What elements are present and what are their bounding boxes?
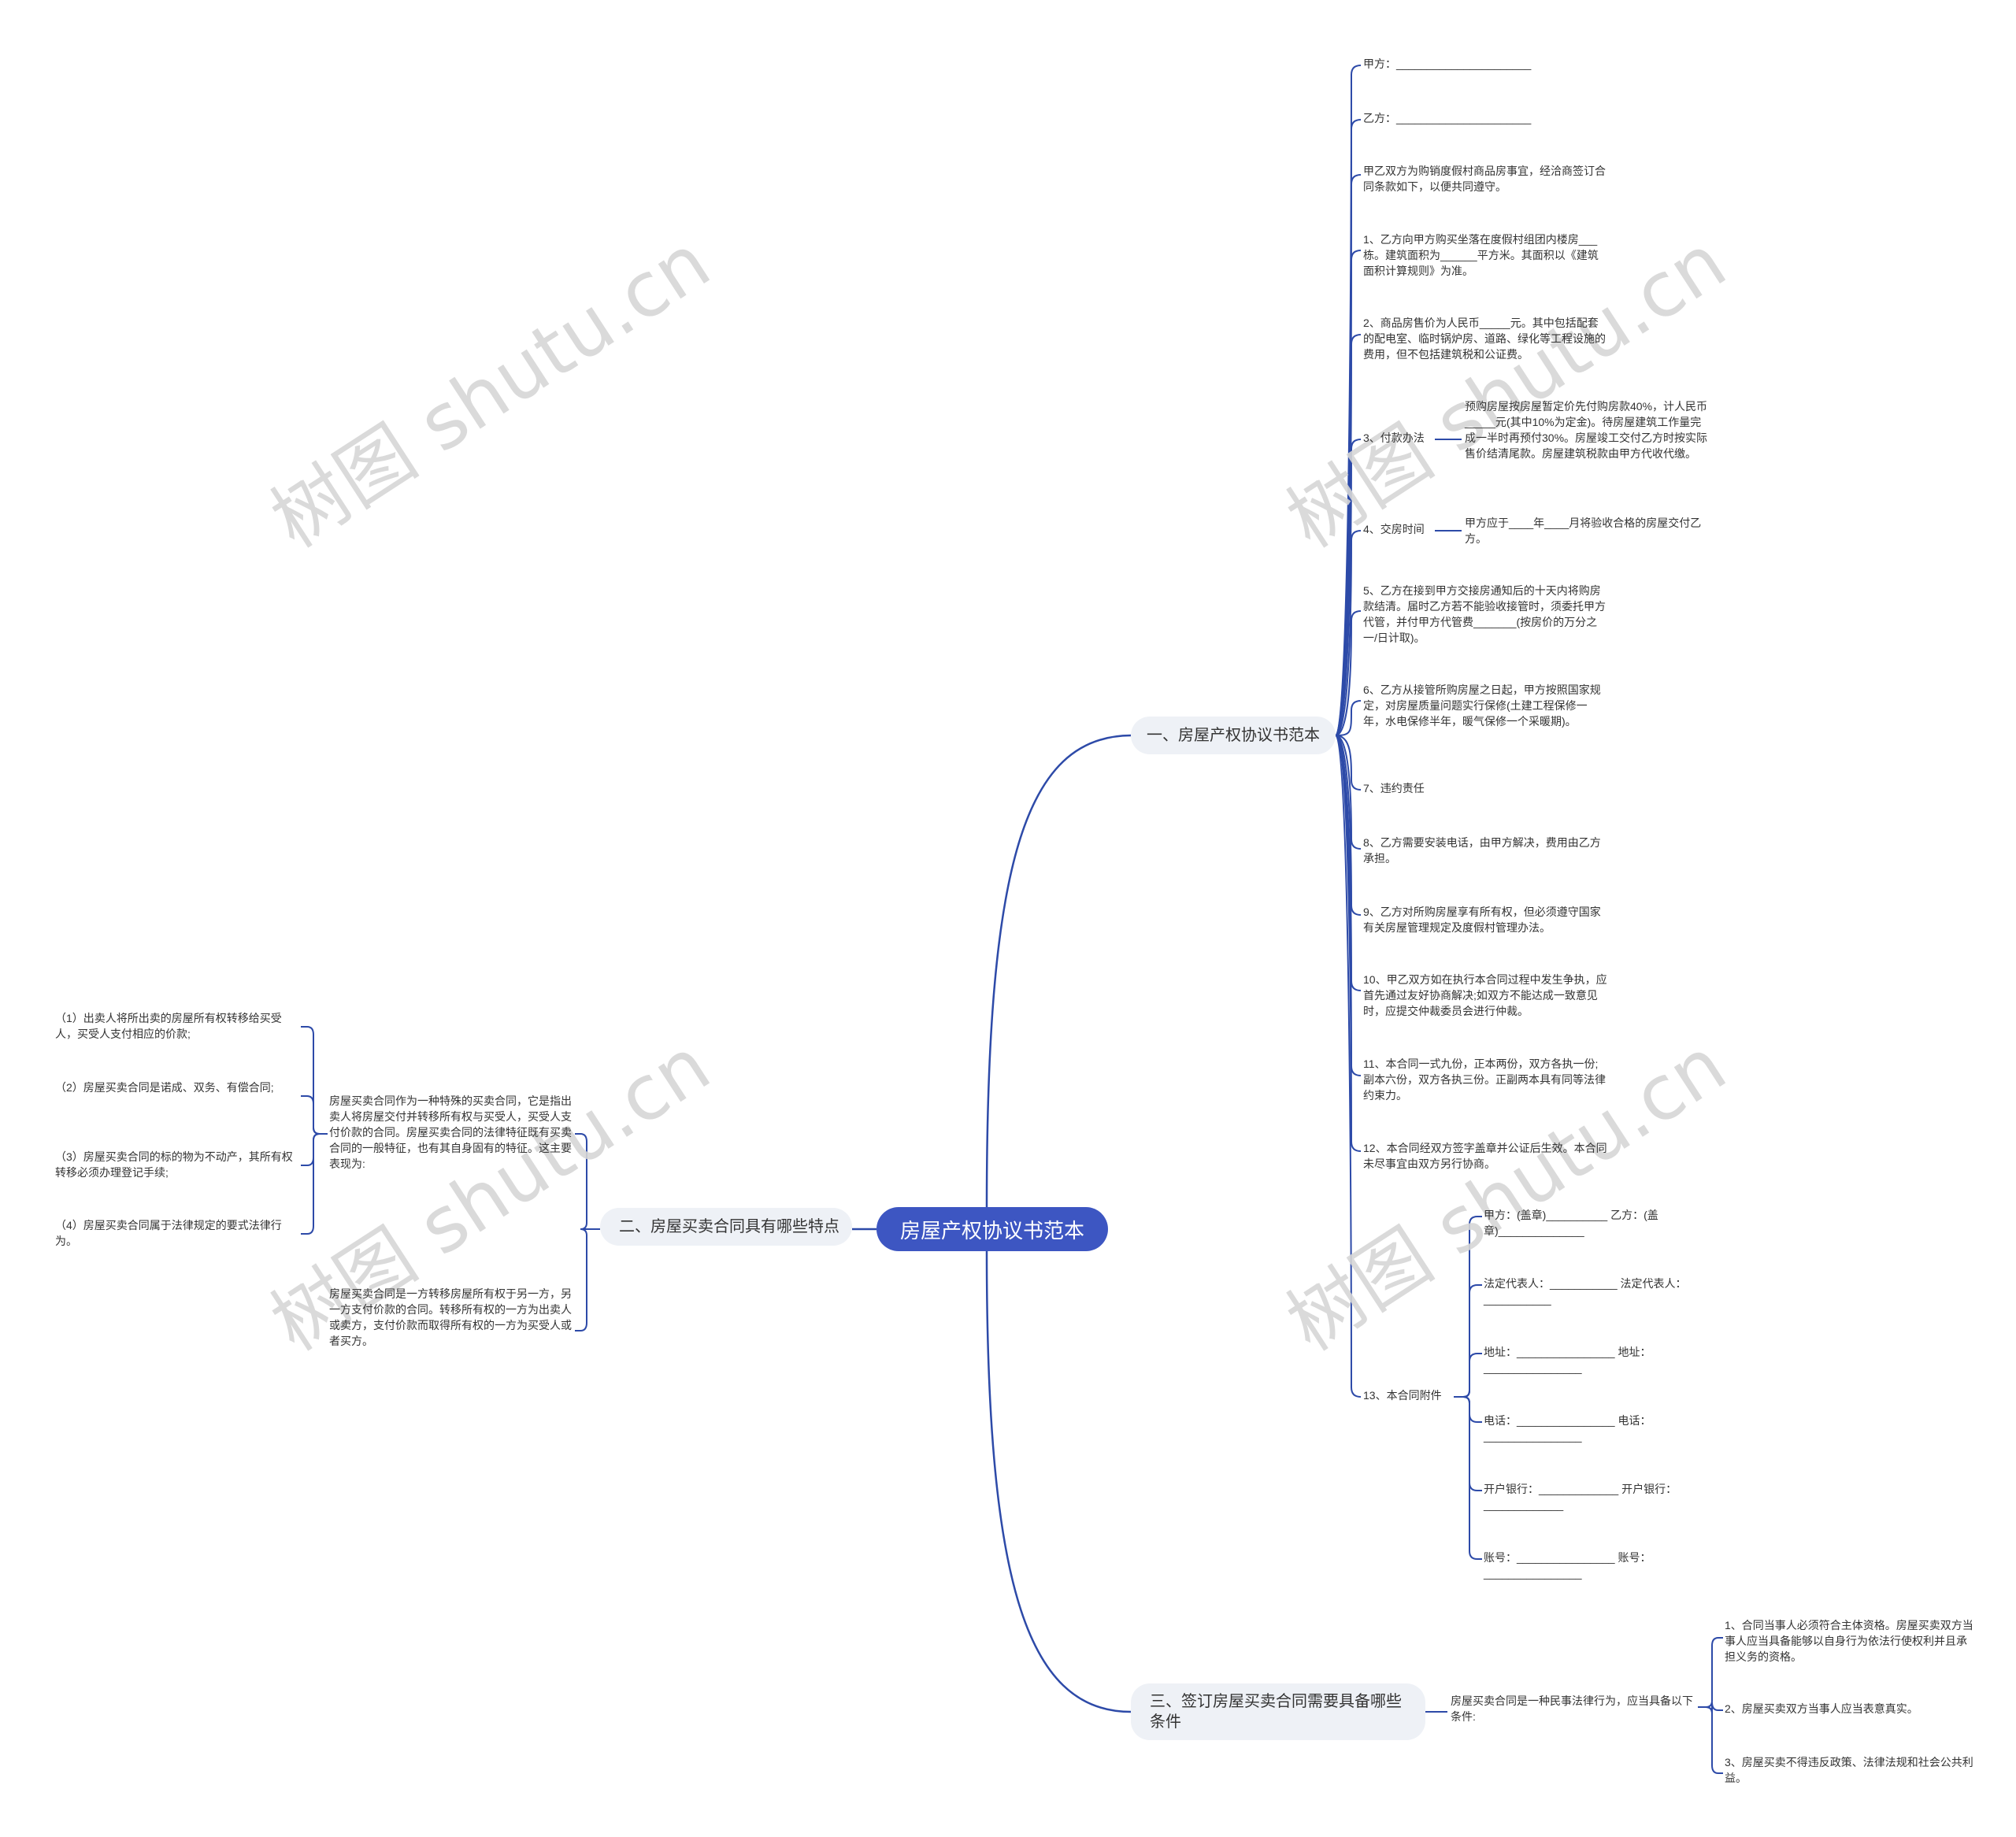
b1-item: 9、乙方对所购房屋享有所有权，但必须遵守国家有关房屋管理规定及度假村管理办法。	[1363, 906, 1601, 934]
attachment-item: 法定代表人：___________ 法定代表人：___________	[1484, 1277, 1687, 1306]
b2-intro: 房屋买卖合同作为一种特殊的买卖合同，它是指出卖人将房屋交付并转移所有权与买受人，…	[329, 1094, 572, 1170]
connector-line	[1335, 735, 1362, 916]
connector-line	[1454, 1284, 1482, 1398]
connector-line	[1335, 700, 1362, 736]
connector-line	[1454, 1396, 1482, 1560]
b1-item: 4、交房时间	[1363, 523, 1425, 535]
b1-item: 12、本合同经双方签字盖章并公证后生效。本合同未尽事宜由双方另行协商。	[1363, 1142, 1607, 1170]
b3-intro: 房屋买卖合同是一种民事法律行为，应当具备以下条件:	[1451, 1694, 1693, 1723]
connector-line	[1335, 735, 1362, 850]
branch-2-node[interactable]: 二、房屋买卖合同具有哪些特点	[600, 1208, 852, 1246]
b1-item: 2、商品房售价为人民币_____元。其中包括配套的配电室、临时锅炉房、道路、绿化…	[1363, 317, 1606, 361]
connector-line	[1335, 610, 1362, 736]
branch-1-node[interactable]: 一、房屋产权协议书范本	[1131, 717, 1336, 754]
connector-line	[1335, 334, 1362, 736]
b3-condition: 3、房屋买卖不得违反政策、法律法规和社会公共利益。	[1725, 1756, 1973, 1784]
root-node[interactable]: 房屋产权协议书范本	[876, 1207, 1108, 1251]
branch-3-node[interactable]: 三、签订房屋买卖合同需要具备哪些条件	[1131, 1683, 1425, 1740]
connector-line	[575, 1228, 600, 1331]
b1-item: 乙方：______________________	[1363, 112, 1532, 124]
b1-item: 甲方：______________________	[1363, 57, 1532, 70]
connector-line	[985, 734, 1132, 1208]
b3-condition: 1、合同当事人必须符合主体资格。房屋买卖双方当事人应当具备能够以自身行为依法行使…	[1725, 1619, 1973, 1663]
connector-line	[1335, 735, 1362, 791]
b1-item: 6、乙方从接管所购房屋之日起，甲方按照国家规定，对房屋质量问题实行保修(土建工程…	[1363, 683, 1601, 728]
payment-detail: 预购房屋按房屋暂定价先付购房款40%，计人民币_____元(其中10%为定金)。…	[1465, 400, 1708, 460]
b2-feature: （3）房屋买卖合同的标的物为不动产，其所有权转移必须办理登记手续;	[55, 1150, 293, 1179]
connector-line	[1698, 1637, 1723, 1708]
b2-definition: 房屋买卖合同是一方转移房屋所有权于另一方，另一方支付价款的合同。转移所有权的一方…	[329, 1287, 572, 1347]
connector-line	[301, 1133, 328, 1235]
b1-item: 8、乙方需要安装电话，由甲方解决，费用由乙方承担。	[1363, 836, 1601, 865]
attachment-item: 甲方：(盖章)__________ 乙方：(盖章)______________	[1484, 1209, 1658, 1237]
b2-feature: （4）房屋买卖合同属于法律规定的要式法律行为。	[55, 1219, 282, 1247]
attachment-item: 开户银行：_____________ 开户银行：_____________	[1484, 1483, 1677, 1511]
b1-item: 11、本合同一式九份，正本两份，双方各执一份;副本六份，双方各执三份。正副两本具…	[1363, 1057, 1606, 1102]
connector-line	[1698, 1706, 1723, 1774]
connector-line	[985, 1250, 1132, 1713]
connector-line	[1335, 735, 1362, 1398]
b1-item: 7、违约责任	[1363, 782, 1425, 794]
delivery-detail: 甲方应于____年____月将验收合格的房屋交付乙方。	[1465, 517, 1702, 545]
b1-item: 1、乙方向甲方购买坐落在度假村组团内楼房___栋。建筑面积为______平方米。…	[1363, 233, 1599, 277]
connector-line	[1335, 735, 1362, 1152]
b2-feature: （2）房屋买卖合同是诺成、双务、有偿合同;	[55, 1081, 274, 1094]
b1-item: 13、本合同附件	[1363, 1389, 1442, 1402]
attachment-item: 地址：________________ 地址：________________	[1484, 1346, 1651, 1374]
attachment-item: 账号：________________ 账号：________________	[1484, 1551, 1651, 1580]
b2-feature: （1）出卖人将所出卖的房屋所有权转移给买受人，买受人支付相应的价款;	[55, 1012, 282, 1040]
b1-item: 10、甲乙双方如在执行本合同过程中发生争执，应首先通过友好协商解决;如双方不能达…	[1363, 973, 1607, 1017]
connector-line	[1454, 1396, 1482, 1491]
connector-line	[1335, 530, 1362, 736]
b1-item: 3、付款办法	[1363, 431, 1425, 444]
connector-line	[1335, 439, 1362, 736]
b1-item: 5、乙方在接到甲方交接房通知后的十天内将购房款结清。届时乙方若不能验收接管时，须…	[1363, 584, 1606, 644]
b1-item: 甲乙双方为购销度假村商品房事宜，经洽商签订合同条款如下，以便共同遵守。	[1363, 165, 1606, 193]
connector-line	[1335, 735, 1362, 991]
attachment-item: 电话：________________ 电话：________________	[1484, 1414, 1651, 1443]
b3-condition: 2、房屋买卖双方当事人应当表意真实。	[1725, 1702, 1918, 1715]
